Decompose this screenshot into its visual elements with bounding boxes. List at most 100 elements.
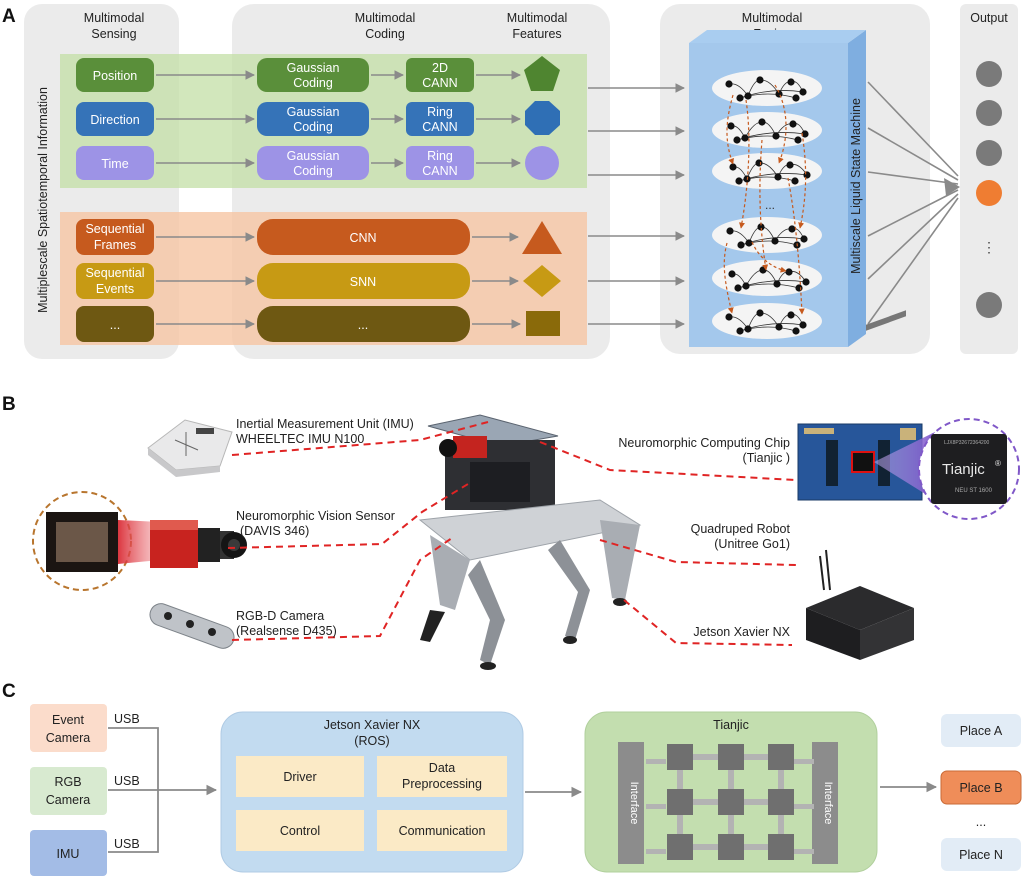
cann-2d-l2: CANN — [422, 76, 457, 90]
lsm-neuron — [733, 136, 741, 144]
chip-code-line: LJX8P32672364200 — [944, 440, 990, 446]
lsm-neuron — [741, 134, 749, 142]
cann-ring-2-l1: Ring — [427, 149, 453, 163]
usb-label-3: USB — [114, 837, 140, 851]
header-output: Output — [970, 11, 1008, 25]
header-sensing-2: Sensing — [91, 27, 136, 41]
rgbd-camera-image — [149, 603, 235, 649]
tianjic-core — [768, 789, 794, 815]
lsm-neuron — [755, 159, 763, 167]
place-a-label: Place A — [960, 724, 1003, 738]
imu-label-1: Inertial Measurement Unit (IMU) — [236, 417, 414, 431]
jetson-title-2: (ROS) — [354, 734, 389, 748]
output-ellipsis: ⋮ — [982, 239, 996, 255]
coding-gaussian-2 — [257, 102, 369, 136]
dvs-camera-image — [150, 520, 247, 568]
core-link — [677, 770, 683, 789]
lsm-side-face — [848, 30, 866, 347]
lsm-neuron — [725, 313, 733, 321]
cann-2d — [406, 58, 474, 92]
lsm-neuron — [799, 321, 807, 329]
tianjic-core — [718, 744, 744, 770]
rgb-camera-box — [30, 767, 107, 815]
lsm-neuron — [802, 278, 810, 286]
lsm-neuron — [771, 237, 779, 245]
module-communication — [377, 810, 507, 851]
lsm-ellipsis: ... — [765, 198, 775, 212]
rgb-camera-l2: Camera — [46, 793, 91, 807]
coding-more-label: ... — [358, 318, 368, 332]
lsm-neuron — [775, 323, 783, 331]
lsm-neuron — [801, 130, 809, 138]
coding-gaussian-1 — [257, 58, 369, 92]
event-camera-l2: Camera — [46, 731, 91, 745]
usb-label-2: USB — [114, 774, 140, 788]
chip-label-2: (Tianjic ) — [743, 451, 790, 465]
input-frames-l2: Frames — [94, 238, 136, 252]
place-ellipsis: ... — [976, 815, 986, 829]
imu-device-image — [147, 419, 233, 477]
module-driver-label: Driver — [283, 770, 316, 784]
input-more-label: ... — [110, 318, 120, 332]
lsm-neuron — [744, 325, 752, 333]
lsm-neuron — [792, 327, 800, 335]
feature-circle — [525, 146, 559, 180]
lsm-neuron — [757, 223, 765, 231]
input-direction-label: Direction — [90, 113, 139, 127]
cann-2d-l1: 2D — [432, 61, 448, 75]
lsm-neuron — [735, 177, 743, 185]
tianjic-core — [667, 834, 693, 860]
interface-right-label: Interface — [822, 782, 834, 825]
header-fusion-1: Multimodal — [742, 11, 802, 25]
lsm-neuron — [725, 80, 733, 88]
output-neuron-1 — [976, 61, 1002, 87]
tianjic-core — [718, 834, 744, 860]
rgb-camera-l1: RGB — [54, 775, 81, 789]
tianjic-interface-left — [618, 742, 644, 864]
imu-label-2: WHEELTEC IMU N100 — [236, 432, 364, 446]
sensing-to-coding-arrows — [156, 70, 685, 329]
usb-label-1: USB — [114, 712, 140, 726]
chip-zoom-beam — [874, 432, 935, 500]
panel-a-label: A — [2, 6, 16, 27]
module-preprocessing-l2: Preprocessing — [402, 777, 482, 791]
fusion-arrow-head — [944, 178, 960, 196]
component-connectors — [227, 421, 797, 646]
core-link — [794, 849, 814, 854]
cann-ring-1-l2: CANN — [422, 120, 457, 134]
panel-c: C Event Camera RGB Camera IMU USB USB US… — [2, 681, 1022, 876]
panel-b-label: B — [2, 394, 16, 415]
lsm-neuron — [772, 132, 780, 140]
module-driver — [236, 756, 364, 797]
lsm-neuron — [737, 241, 745, 249]
input-sequential-events — [76, 263, 154, 299]
lsm-neuron — [773, 280, 781, 288]
rgbd-label-1: RGB-D Camera — [236, 609, 324, 623]
output-neuron-2 — [976, 100, 1002, 126]
lsm-neuron — [785, 268, 793, 276]
input-direction — [76, 102, 154, 136]
lsm-neuron — [742, 282, 750, 290]
lsm-neuron — [794, 136, 802, 144]
coding-cnn — [257, 219, 470, 255]
cann-ring-2 — [406, 146, 474, 180]
module-preprocessing-l1: Data — [429, 761, 455, 775]
input-position — [76, 58, 154, 92]
tianjic-title: Tianjic — [713, 718, 749, 732]
coding-gaussian-2-l2: Coding — [293, 120, 333, 134]
lsm-neuron — [729, 163, 737, 171]
event-camera-box — [30, 704, 107, 752]
core-link — [744, 754, 769, 760]
place-n-label: Place N — [959, 848, 1003, 862]
place-n — [941, 838, 1021, 871]
dvs-zoom-beam — [118, 520, 160, 564]
lsm-neuron — [728, 270, 736, 278]
coding-gaussian-1-l2: Coding — [293, 76, 333, 90]
core-link — [693, 754, 718, 760]
core-link — [646, 804, 666, 809]
lsm-neuron — [803, 171, 811, 179]
core-link — [744, 799, 769, 805]
lsm-neuron — [758, 118, 766, 126]
dvs-label-1: Neuromorphic Vision Sensor — [236, 509, 395, 523]
lsm-neurons — [725, 76, 811, 335]
